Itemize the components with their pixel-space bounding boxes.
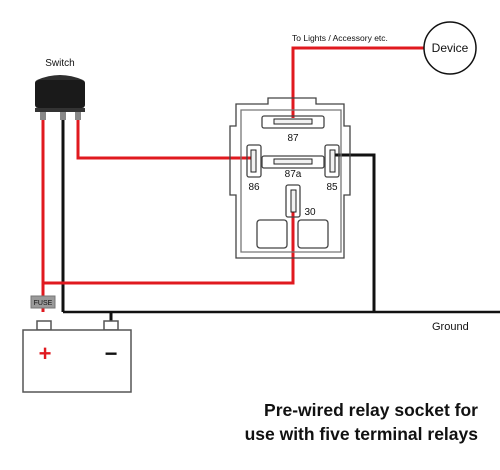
switch-label: Switch: [45, 58, 74, 69]
pin-86-label: 86: [248, 182, 260, 193]
pin-87a-label: 87a: [285, 169, 302, 180]
fuse: FUSE: [30, 295, 56, 309]
wire-switch-to-86: [76, 115, 253, 160]
fuse-label: FUSE: [34, 300, 53, 307]
wire-fuse-to-30: [43, 190, 295, 285]
battery-minus-label: −: [105, 341, 118, 366]
relay-socket: [229, 97, 351, 259]
caption-line-1: Pre-wired relay socket for: [264, 400, 478, 420]
battery-plus-label: +: [39, 341, 52, 366]
wire-87-to-device: [291, 46, 424, 118]
destination-label: To Lights / Accessory etc.: [292, 33, 388, 43]
pin-30-label: 30: [304, 207, 316, 218]
device-label: Device: [432, 41, 469, 55]
wire-85-to-ground: [333, 153, 376, 312]
battery: + −: [22, 320, 132, 393]
rocker-switch: Switch: [35, 58, 85, 120]
pin-85-label: 85: [326, 182, 338, 193]
caption-line-2: use with five terminal relays: [244, 424, 478, 444]
device: Device: [423, 21, 477, 75]
caption: Pre-wired relay socket for use with five…: [178, 398, 478, 446]
ground-label: Ground: [432, 321, 469, 333]
pin-87-label: 87: [287, 133, 299, 144]
relay-terminals: [250, 118, 336, 213]
